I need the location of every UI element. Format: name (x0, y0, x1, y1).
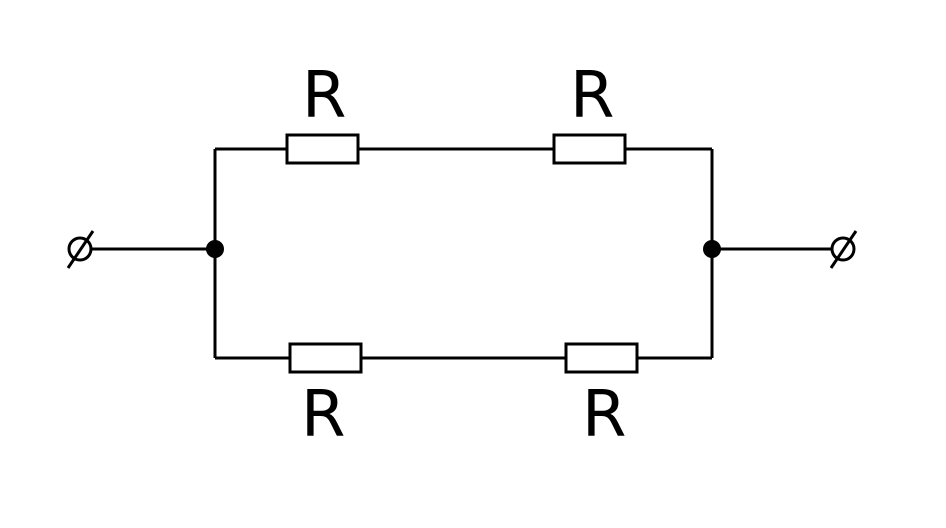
junction-node-right (703, 240, 721, 258)
resistor-bottom-left (288, 342, 363, 374)
resistor-top-left (285, 133, 360, 165)
resistor-bottom-right (564, 342, 639, 374)
terminal-right-icon (829, 230, 858, 269)
resistor-top-right (552, 133, 627, 165)
resistor-label-top-left: R (302, 59, 347, 133)
resistor-label-top-right: R (570, 59, 615, 133)
junction-node-left (206, 240, 224, 258)
resistor-label-bottom-right: R (582, 378, 627, 452)
resistor-label-bottom-left: R (301, 378, 346, 452)
terminal-left-icon (66, 230, 95, 269)
